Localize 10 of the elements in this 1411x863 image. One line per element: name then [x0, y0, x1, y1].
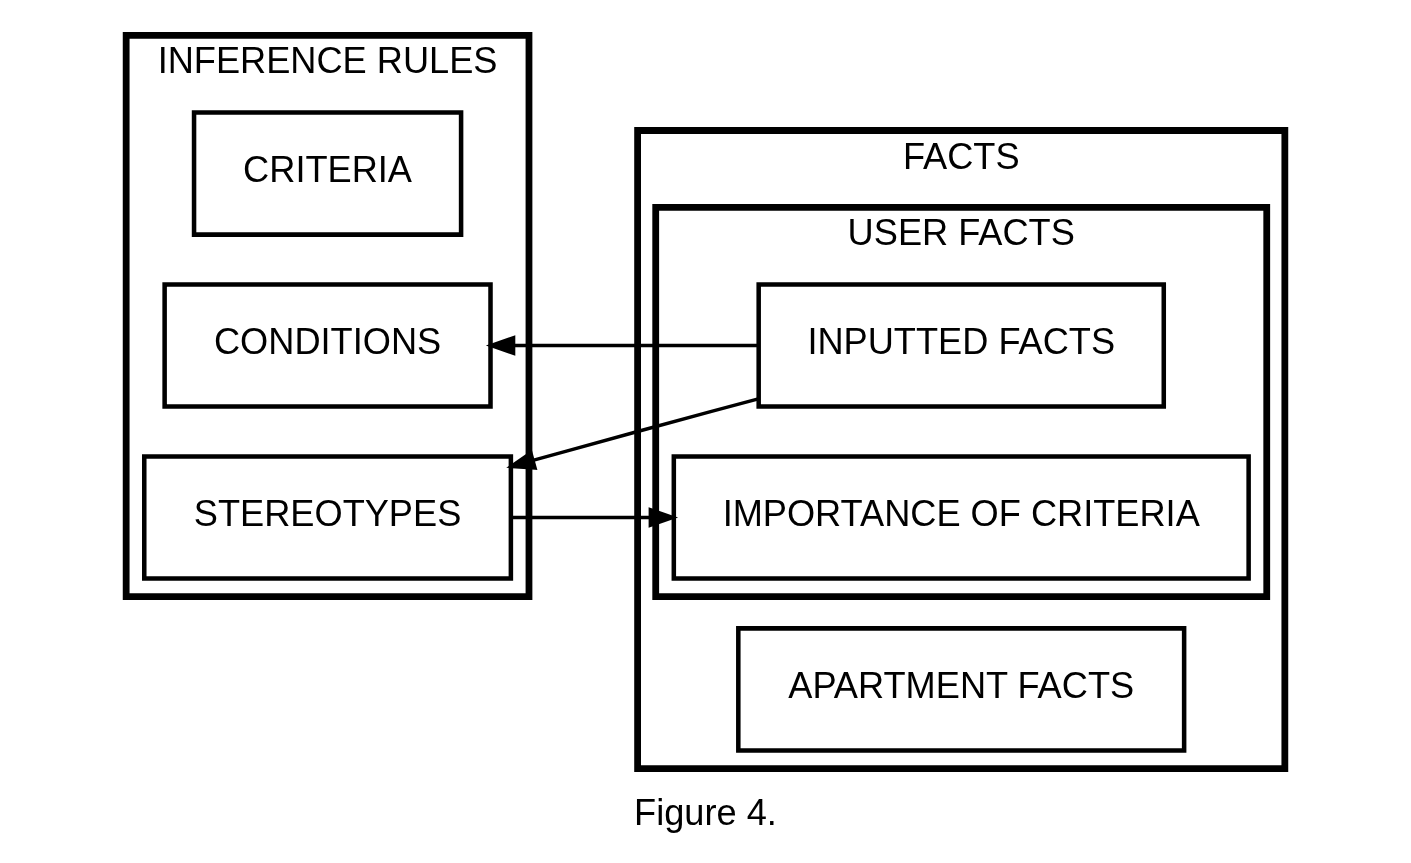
caption: Figure 4. [634, 791, 777, 833]
node-box: APARTMENT FACTS [736, 626, 1187, 753]
node-box: CRITERIA [191, 110, 464, 237]
node-box: IMPORTANCE OF CRITERIA [671, 454, 1251, 581]
node-box: CONDITIONS [162, 282, 493, 409]
arrow [511, 507, 679, 528]
arrow [485, 335, 759, 356]
node-box: STEREOTYPES [142, 454, 514, 581]
arrow [506, 397, 759, 470]
node-box: INPUTTED FACTS [756, 282, 1167, 409]
